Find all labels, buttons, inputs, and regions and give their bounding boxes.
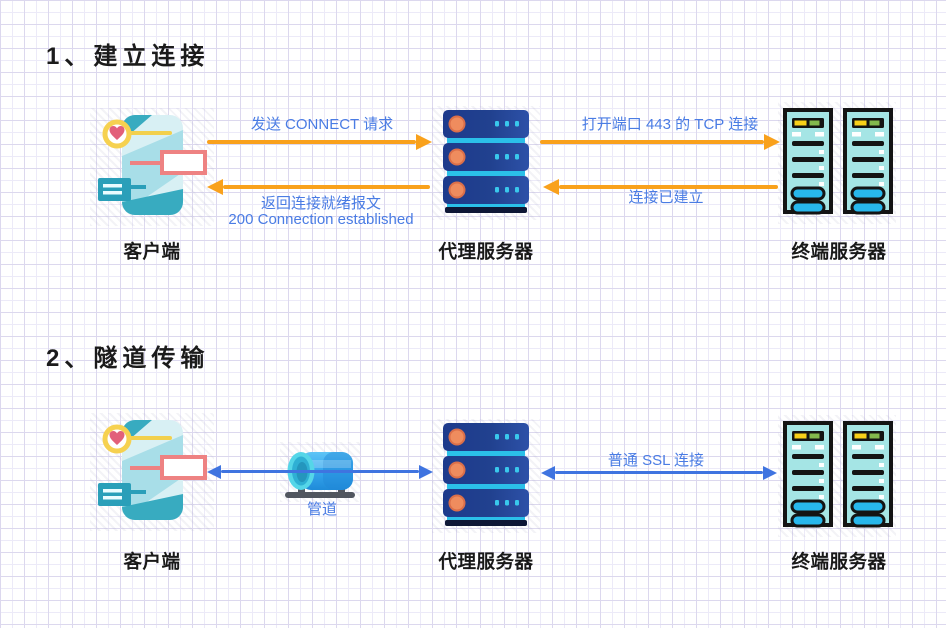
client-node-label: 客户端 [123,241,181,262]
terminal-node-label: 终端服务器 [791,241,887,262]
proxy-server-icon [440,110,532,220]
pipe-label: 管道 [306,501,337,518]
terminal-server-icon [783,421,893,534]
proxy-server-icon [440,423,532,533]
terminal-server-icon [783,108,893,221]
return-ready-arrow [223,185,430,189]
terminal-node-label: 终端服务器 [791,551,887,572]
connection-established-arrow [559,185,778,189]
proxy-node-label: 代理服务器 [438,551,534,572]
open-tcp-arrow [540,140,764,144]
send-connect-arrow [207,140,416,144]
client-node-label: 客户端 [123,551,181,572]
send-connect-label: 发送 CONNECT 请求 [250,116,394,133]
pipe-icon [283,446,357,505]
section1-title: 1、建立连接 [46,43,210,70]
tunnel-client-proxy-arrow [221,470,419,473]
connection-established-label: 连接已建立 [628,189,704,206]
return-ready-label: 返回连接就绪报文 200 Connection established [211,196,431,227]
ssl-connection-arrow [555,471,763,474]
section2-title: 2、隧道传输 [46,345,210,372]
return-ready-line1: 返回连接就绪报文 [260,195,381,212]
return-ready-line2: 200 Connection established [228,210,414,228]
client-phone-icon [92,110,210,227]
client-phone-icon [92,415,210,532]
open-tcp-label: 打开端口 443 的 TCP 连接 [581,116,759,133]
proxy-node-label: 代理服务器 [438,241,534,262]
ssl-connection-label: 普通 SSL 连接 [607,452,705,469]
